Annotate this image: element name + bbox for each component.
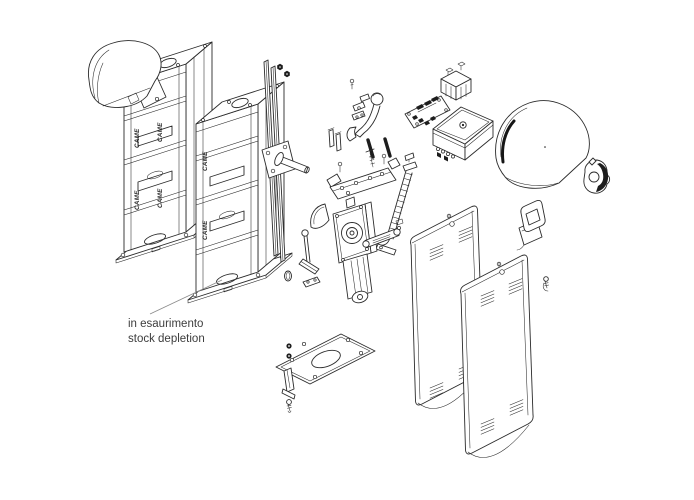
brand-logo: CAME (157, 122, 164, 142)
brand-logo: CAME (157, 188, 164, 208)
part-release-lever-kit (346, 78, 392, 168)
part-transformer (440, 61, 472, 101)
brand-logo: CAME (202, 220, 209, 240)
part-link-plate (302, 276, 321, 288)
part-door-panel-rear (460, 254, 534, 458)
part-dome-head-cover (495, 100, 590, 189)
part-spacer-tube (298, 258, 320, 275)
brand-logo: CAME (134, 128, 141, 148)
part-anchor-bolt (286, 399, 292, 413)
annotation-line-1: in esaurimento (128, 318, 203, 330)
part-wedge-lever (310, 203, 330, 229)
part-side-screw (542, 276, 549, 292)
part-o-ring (284, 270, 292, 282)
part-fastener-nuts (277, 63, 290, 78)
part-anchor-channel (281, 367, 296, 400)
part-crank-arm (362, 218, 404, 248)
part-mounting-bracket (326, 153, 401, 200)
part-control-board (404, 95, 451, 129)
part-lock-frame (516, 199, 546, 251)
part-clip-pins (327, 127, 342, 152)
brand-logo: CAME (202, 151, 209, 171)
annotation-leader-line (149, 279, 223, 315)
part-anchor-base-plate (275, 333, 376, 385)
part-lock-cylinder (583, 157, 611, 194)
part-flange-output-shaft (261, 140, 310, 179)
brand-logo: CAME (134, 190, 141, 210)
annotation-line-2: stock depletion (128, 333, 205, 345)
part-control-box (432, 106, 494, 162)
part-gearmotor (332, 196, 378, 304)
part-head-cap (87, 40, 167, 109)
